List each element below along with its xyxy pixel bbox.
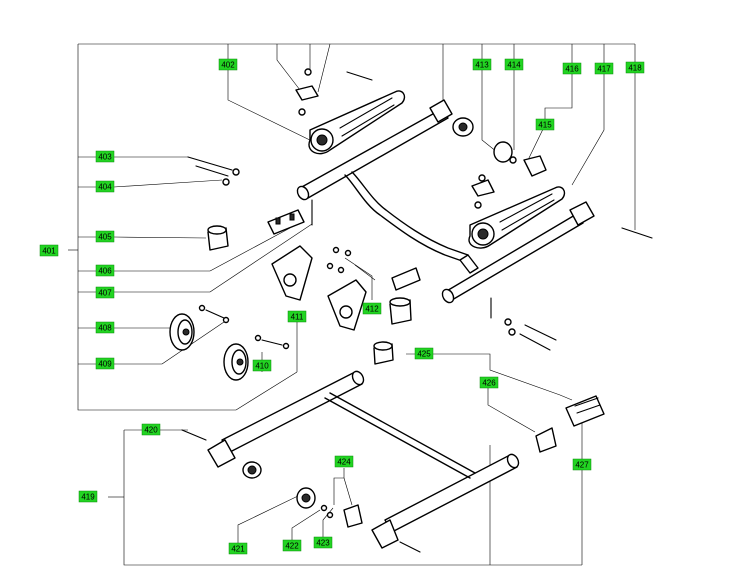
wheels-408-409 [169,313,249,381]
svg-text:407: 407 [98,289,112,298]
svg-text:419: 419 [81,493,95,502]
callout-labels: 401 402 403 404 405 406 407 408 409 410 … [39,58,645,555]
callout-414: 414 [504,58,524,71]
upper-frame [296,99,595,304]
svg-text:424: 424 [337,458,351,467]
callout-413: 413 [472,58,492,71]
svg-text:413: 413 [475,61,489,70]
svg-text:418: 418 [628,64,642,73]
svg-text:422: 422 [285,542,299,551]
svg-text:425: 425 [417,350,431,359]
left-arm-402 [308,90,406,155]
svg-text:405: 405 [98,233,112,242]
callout-423: 423 [313,536,333,549]
callout-407: 407 [95,286,115,299]
svg-text:426: 426 [482,379,496,388]
callout-402: 402 [218,58,238,71]
callout-427: 427 [572,458,592,471]
callout-401: 401 [39,244,59,257]
callout-426: 426 [479,376,499,389]
callout-404: 404 [95,180,115,193]
callout-403: 403 [95,150,115,163]
svg-text:401: 401 [42,247,56,256]
svg-text:417: 417 [597,65,611,74]
svg-text:404: 404 [98,183,112,192]
svg-text:403: 403 [98,153,112,162]
right-arm-416 [468,186,566,249]
svg-text:409: 409 [98,360,112,369]
callout-405: 405 [95,230,115,243]
knobs-413-415 [452,117,547,177]
svg-text:427: 427 [575,461,589,470]
small-fasteners [187,68,653,351]
hinge-brackets-411-412 [271,245,367,331]
svg-text:421: 421 [231,545,245,554]
svg-text:402: 402 [221,61,235,70]
callout-412: 412 [362,302,382,315]
svg-text:410: 410 [255,362,269,371]
svg-text:414: 414 [507,61,521,70]
svg-text:415: 415 [538,121,552,130]
bushing-405-and-clamps [207,209,421,325]
lower-parts-421-427 [296,341,605,528]
leader-lines [68,43,636,566]
callout-406: 406 [95,264,115,277]
callout-408: 408 [95,321,115,334]
callout-421: 421 [228,542,248,555]
callout-417: 417 [594,62,614,75]
callout-415: 415 [535,118,555,131]
callout-424: 424 [334,455,354,468]
svg-text:416: 416 [565,65,579,74]
callout-425: 425 [414,347,434,360]
callout-416: 416 [562,62,582,75]
callout-411: 411 [287,310,307,323]
svg-text:411: 411 [291,313,304,322]
callout-418: 418 [625,61,645,74]
svg-text:406: 406 [98,267,112,276]
callout-420: 420 [141,423,161,436]
svg-text:412: 412 [365,305,379,314]
svg-text:408: 408 [98,324,112,333]
callout-419: 419 [78,490,98,503]
callout-410: 410 [252,359,272,372]
callout-422: 422 [282,539,302,552]
svg-text:423: 423 [316,539,330,548]
svg-text:420: 420 [144,426,158,435]
lower-frame [181,370,520,553]
callout-409: 409 [95,357,115,370]
